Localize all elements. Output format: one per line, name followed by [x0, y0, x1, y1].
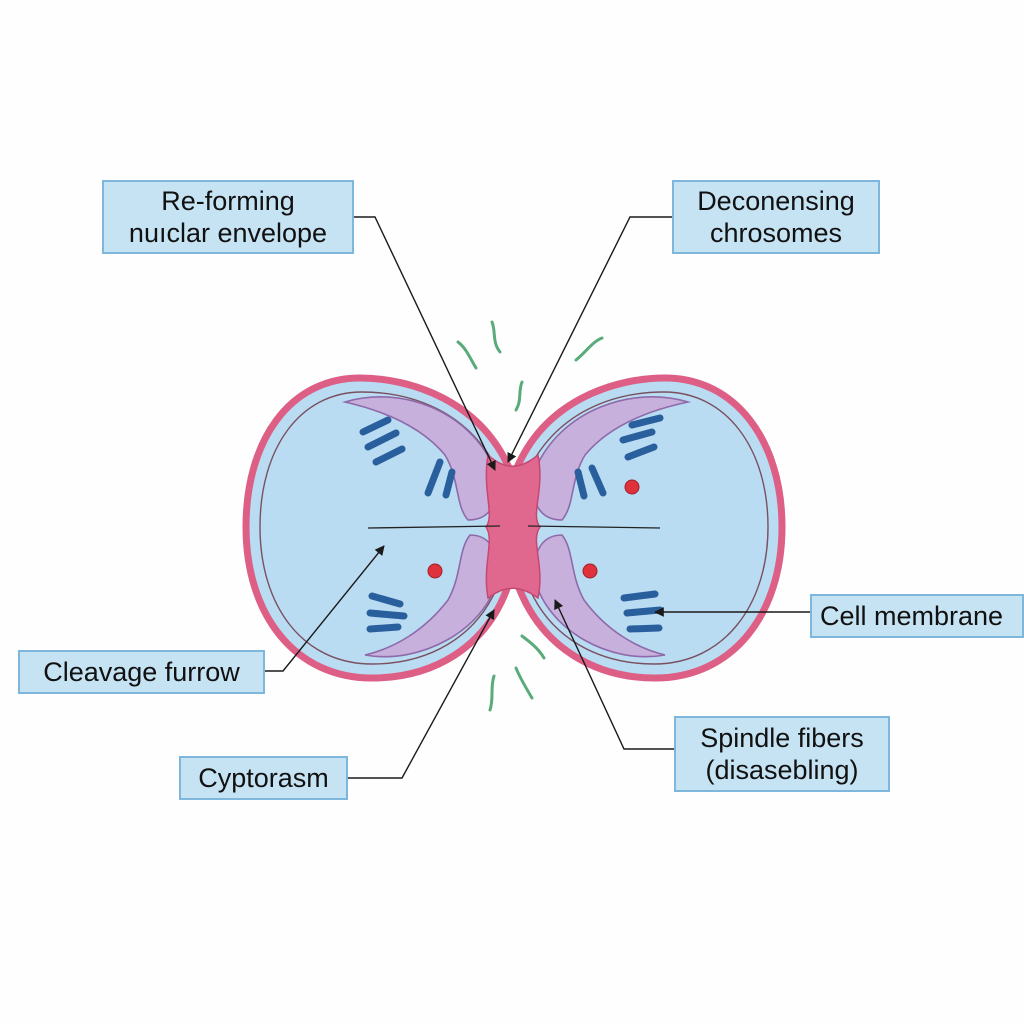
- left-nuclear-envelope-bottom: [364, 534, 499, 658]
- label-decondensing-line2: chrosomes: [709, 218, 843, 248]
- leader-spindle-fibers: [554, 599, 674, 750]
- left-nuclear-envelope-top: [341, 395, 498, 521]
- label-spindle-line1: Spindle fibers: [700, 723, 864, 753]
- label-spindle-line2: (disasebling): [705, 755, 859, 785]
- cleavage-furrow-pinch: [485, 453, 541, 600]
- cell-midline-right: [527, 525, 661, 529]
- label-cleavage-furrow: Cleavage furrow: [18, 650, 265, 694]
- right-nuclear-envelope-top: [532, 395, 692, 521]
- label-reforming-line2: nuıclar envelope: [128, 218, 328, 248]
- leader-decondensing-chromosomes: [507, 216, 672, 463]
- label-cleavage-furrow-text: Cleavage furrow: [43, 657, 240, 687]
- leader-lines: [265, 216, 810, 779]
- label-cytoplasm-text: Cyptorasm: [198, 763, 329, 793]
- leader-cytoplasm: [348, 609, 495, 779]
- left-inner-membrane: [259, 391, 501, 665]
- label-spindle-fibers: Spindle fibers (disasebling): [674, 716, 890, 792]
- leader-cleavage-furrow: [265, 545, 385, 672]
- label-cell-membrane: Cell membrane: [810, 594, 1024, 638]
- cell-midline-left: [367, 525, 501, 529]
- label-cytoplasm: Cyptorasm: [179, 756, 348, 800]
- left-chromosomes: [359, 416, 456, 633]
- label-decondensing-chromosomes: Deconensing chrosomes: [672, 180, 880, 254]
- leader-reforming-nuclear-envelope: [354, 216, 496, 471]
- label-reforming-line1: Re-forming: [161, 186, 295, 216]
- right-inner-membrane: [525, 391, 769, 665]
- label-decondensing-line1: Deconensing: [697, 186, 855, 216]
- centrioles: [427, 479, 640, 579]
- label-reforming-nuclear-envelope: Re-forming nuıclar envelope: [102, 180, 354, 254]
- label-cell-membrane-text: Cell membrane: [820, 601, 1004, 631]
- spindle-fragments: [456, 320, 604, 712]
